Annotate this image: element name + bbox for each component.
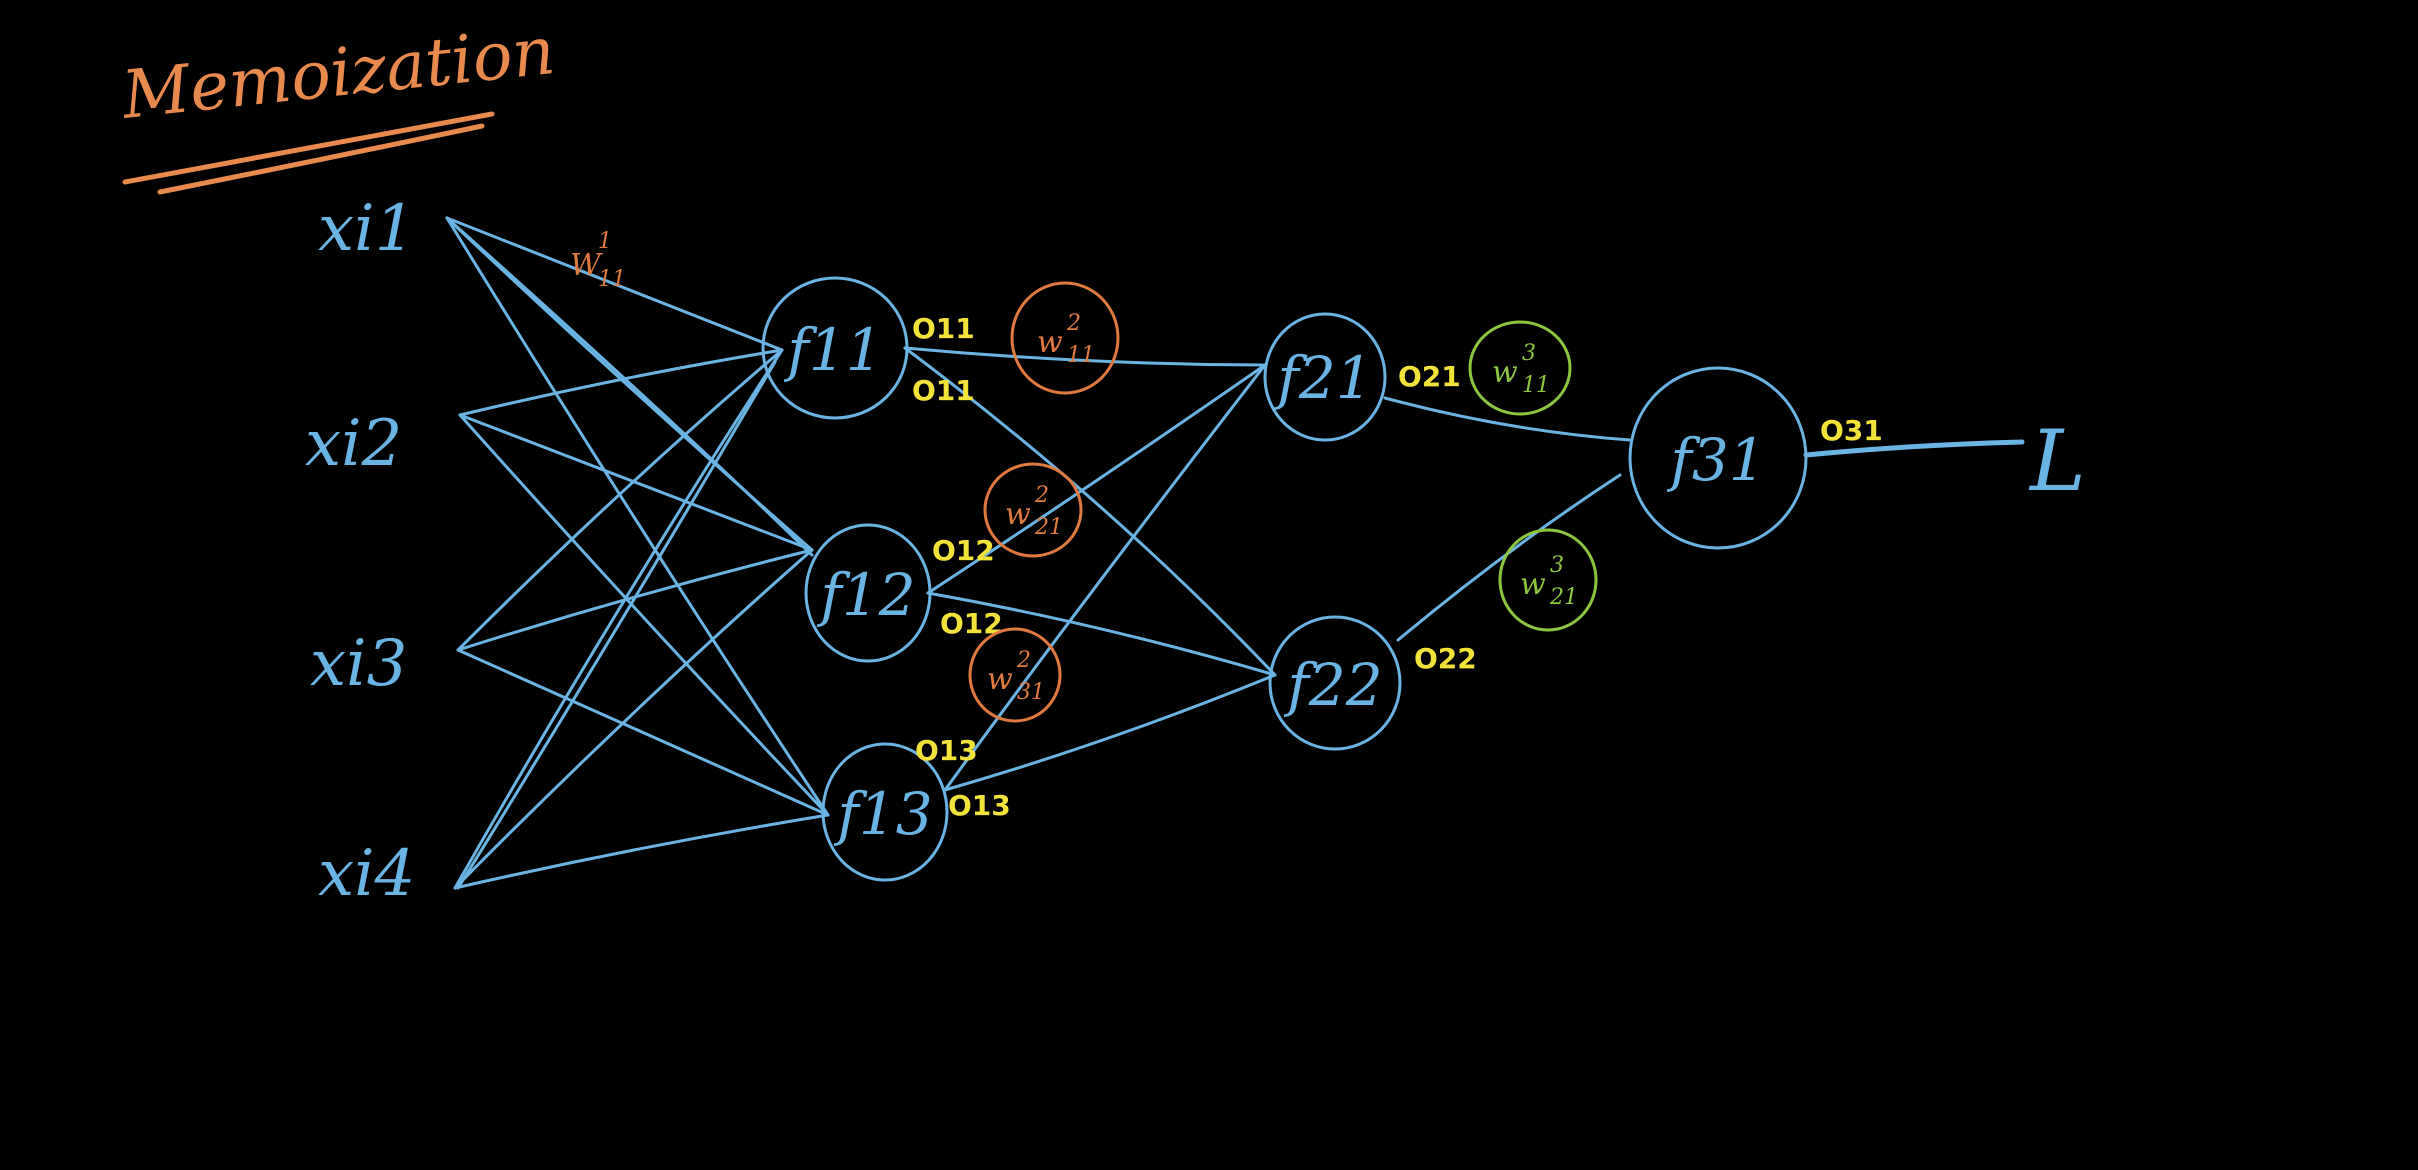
neuron-f21 <box>1263 312 1387 442</box>
edges <box>445 216 2025 890</box>
output-label-o31: O31 <box>1820 414 1883 447</box>
first-weight-annotation: W 1 11 <box>570 229 626 292</box>
weight-sup-w2_31: 2 <box>1016 648 1031 673</box>
weight-base-w3_11: w <box>1492 355 1518 390</box>
weight-sub-w2_21: 21 <box>1034 515 1063 540</box>
loss: L <box>2028 412 2086 510</box>
weight-sup-w3_21: 3 <box>1550 553 1564 578</box>
neuron-label-f21: f21 <box>1273 344 1372 412</box>
output-label-o11-a: O11 <box>912 312 975 345</box>
neuron-label-f12: f12 <box>816 561 915 629</box>
weight-base-w2_31: w <box>987 662 1013 697</box>
weight-circle-w2_11 <box>1010 281 1120 395</box>
output-labels: O11 O11 O12 O12 O13 O13 O21 O22 O31 <box>912 312 1883 822</box>
neurons <box>761 276 1808 882</box>
edge-x4-f13 <box>453 813 830 890</box>
weight-circle-w2_31 <box>968 627 1062 723</box>
output-label-o13-a: O13 <box>915 734 978 767</box>
neuron-f12 <box>804 523 932 663</box>
edge-x4-f12 <box>453 548 814 890</box>
input-labels: xi1 xi2 xi3 xi4 <box>305 192 415 911</box>
neuron-label-f13: f13 <box>833 780 932 848</box>
output-label-o21: O21 <box>1398 360 1461 393</box>
first-weight-base: W <box>570 248 603 283</box>
weight-w2_21: w2 21 <box>983 462 1083 558</box>
neuron-f13 <box>821 742 949 882</box>
output-label-o11-b: O11 <box>912 374 975 407</box>
first-weight-sub: 11 <box>598 267 626 292</box>
input-label-x4: xi4 <box>318 837 415 911</box>
weight-sub-w2_11: 11 <box>1067 343 1095 368</box>
input-label-x3: xi3 <box>310 627 407 701</box>
input-label-x2: xi2 <box>305 407 402 481</box>
edge-f13-f22 <box>943 673 1277 792</box>
neuron-labels: f11 f12 f13 f21 f22 f31 <box>783 316 1765 848</box>
weight-w2_31: w2 31 <box>968 627 1062 723</box>
edge-x4-f11 <box>453 348 784 890</box>
output-label-o12-a: O12 <box>932 534 995 567</box>
weight-sup-w3_11: 3 <box>1522 341 1536 366</box>
neuron-f22 <box>1268 615 1402 751</box>
neuron-label-f31: f31 <box>1666 426 1765 494</box>
input-label-x1: xi1 <box>318 192 415 266</box>
edge-x3-f13 <box>456 648 830 817</box>
first-weight-sup: 1 <box>598 229 612 254</box>
edge-f12-f21 <box>926 363 1267 595</box>
weight-sub-w2_31: 31 <box>1017 680 1045 705</box>
title-underline-2 <box>157 123 485 195</box>
weight-sub-w3_11: 11 <box>1522 373 1550 398</box>
edge-f11-f22 <box>903 346 1277 677</box>
edge-x1-f11 <box>445 216 784 352</box>
edge-f22-f31 <box>1396 473 1622 642</box>
edge-f12-f22 <box>926 591 1277 677</box>
weight-w2_11: w2 11 <box>1010 281 1120 395</box>
output-label-o13-b: O13 <box>948 789 1011 822</box>
edge-f13-f21 <box>943 363 1267 792</box>
edge-x2-f13 <box>458 413 830 817</box>
edge-f21-f31 <box>1383 396 1632 442</box>
loss-label: L <box>2028 412 2086 510</box>
output-label-o22: O22 <box>1414 642 1477 675</box>
edge-x2-f11 <box>458 348 784 417</box>
title-underline-1 <box>122 111 495 185</box>
weight-circle-w3_21 <box>1498 528 1598 632</box>
weight-base-w2_11: w <box>1037 325 1063 360</box>
edge-extra-1 <box>445 216 814 557</box>
title: Memoization <box>118 12 558 195</box>
edge-x2-f12 <box>458 413 814 552</box>
neuron-label-f22: f22 <box>1283 651 1382 719</box>
weight-sub-w3_21: 21 <box>1549 585 1578 610</box>
weight-sup-w2_21: 2 <box>1034 483 1049 508</box>
edge-f11-f21 <box>903 346 1267 367</box>
neuron-f31 <box>1628 366 1808 550</box>
weight-sup-w2_11: 2 <box>1066 311 1081 336</box>
edge-x3-f11 <box>456 348 784 652</box>
weight-w3_21: w3 21 <box>1498 528 1598 632</box>
weight-circle-w2_21 <box>983 462 1083 558</box>
weight-w3_11: w3 11 <box>1468 320 1572 416</box>
neuron-label-f11: f11 <box>783 316 882 384</box>
edge-x1-f13 <box>445 216 830 817</box>
weight-base-w2_21: w <box>1005 497 1031 532</box>
edge-extra-2 <box>456 360 777 890</box>
edge-f31-loss <box>1803 439 2025 458</box>
weight-circle-w3_11 <box>1468 320 1572 416</box>
weight-base-w3_21: w <box>1520 567 1546 602</box>
neuron-f11 <box>761 276 909 420</box>
